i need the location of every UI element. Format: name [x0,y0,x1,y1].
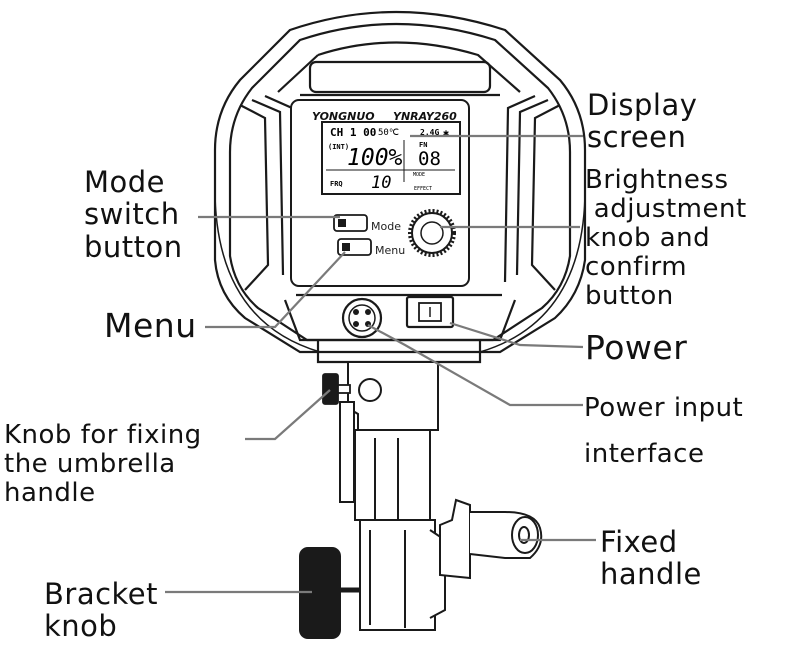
menu-button-label: Menu [375,244,405,257]
light-head [213,10,587,364]
brand-logo: YONGNUO [312,110,375,123]
lcd-channel: CH 1 00 [330,126,376,139]
bluetooth-icon: ✱ [443,128,449,139]
menu-button[interactable] [337,238,372,256]
brightness-knob[interactable] [408,209,456,257]
lcd-temperature: 50℃ [378,128,399,138]
callout-brightness-knob: Brightness adjustment knob and confirm b… [585,165,747,312]
mode-button-label: Mode [371,220,401,233]
power-switch[interactable] [405,295,455,329]
callout-bracket-knob: Bracket knob [44,577,159,644]
bracket [339,361,446,631]
callout-power-input-interface: interface [584,439,705,469]
callout-menu: Menu [104,306,197,345]
leader-lines [165,134,596,594]
lcd-brightness: 100% [347,145,403,171]
fixed-handle[interactable] [439,498,543,580]
lcd-int-tag: (INT) [328,143,349,151]
lcd-effect-tag: EFFECT [414,186,432,192]
callout-power-input: Power input [584,393,744,423]
lcd-band: 2.4G [420,128,439,137]
display-screen [321,121,461,195]
model-name: YNRAY260 [393,110,457,123]
lcd-mode-tag: MODE [413,172,425,178]
callout-mode-switch-button: Mode switch button [84,165,183,264]
umbrella-knob[interactable] [322,373,351,405]
callout-umbrella-knob: Knob for fixing the umbrella handle [4,420,202,509]
lcd-fn-label: FN [419,141,427,149]
mode-button[interactable] [333,214,368,232]
callout-fixed-handle: Fixed handle [600,525,702,592]
lcd-frq-label: FRQ [330,180,343,188]
lcd-fn-value: 08 [418,148,441,170]
callout-power: Power [585,328,688,367]
power-input-connector [341,297,383,339]
lcd-frq-value: 10 [371,173,391,193]
callout-display-screen: Display screen [587,88,698,155]
